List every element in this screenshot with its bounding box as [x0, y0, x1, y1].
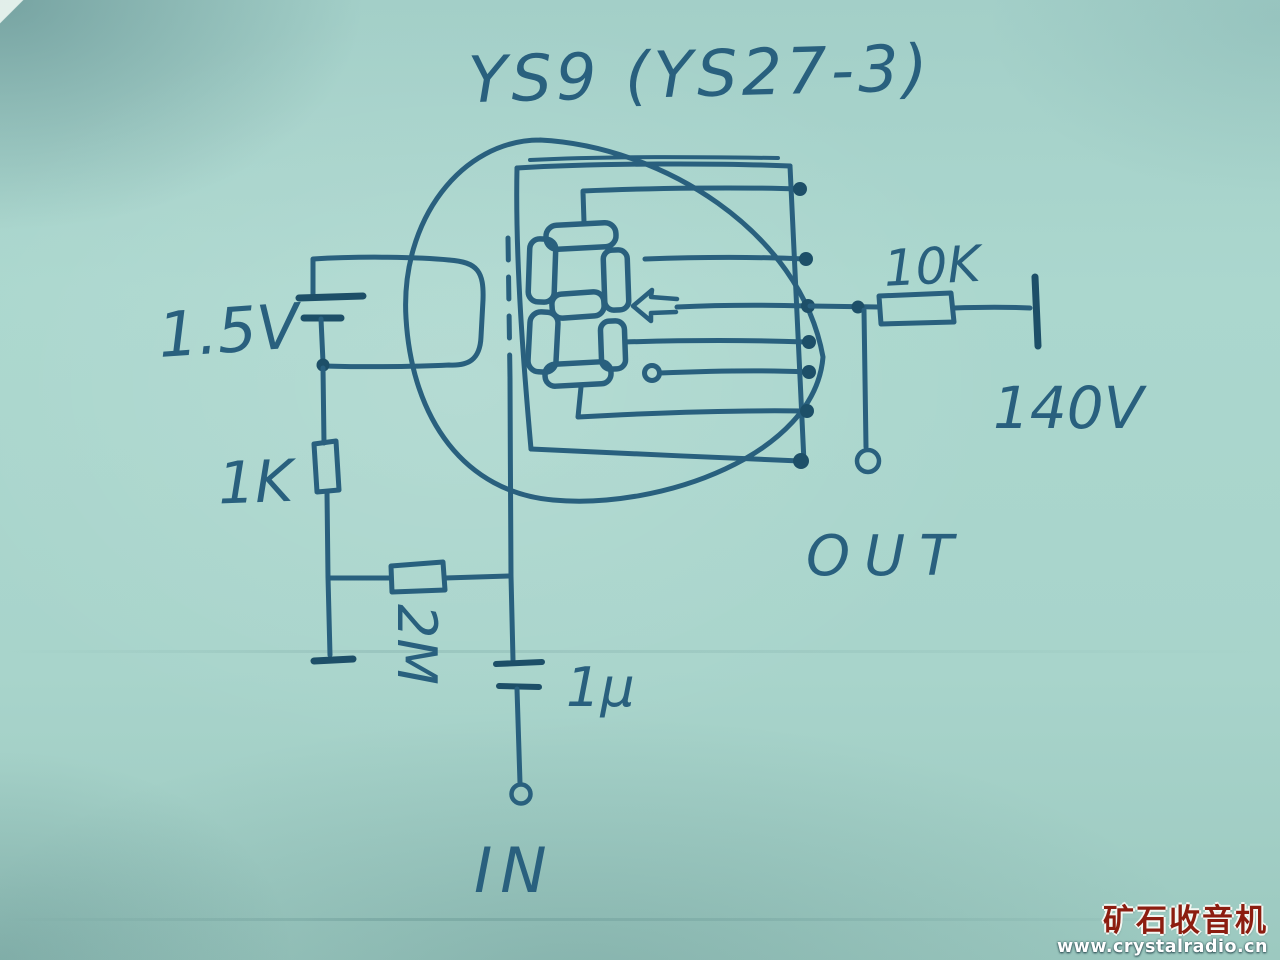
segment-display-digit: [525, 219, 632, 389]
schematic-title: YS9 (YS27-3): [467, 32, 932, 118]
filament-top-wire: [310, 254, 452, 299]
junction-dot: [316, 358, 330, 372]
paper-crease: [0, 918, 1280, 921]
anode-output-branch: 10K 140V OUT: [806, 235, 1148, 589]
battery-label: 1.5V: [156, 289, 306, 372]
filament-section: 1.5V: [156, 254, 486, 372]
junction-dot: [851, 300, 865, 314]
in-terminal-circle: [509, 782, 533, 806]
segment-upper-left: [525, 236, 559, 305]
lead-upper-right-segment: [642, 255, 808, 262]
resistor-1k-body: [311, 438, 342, 495]
watermark-site-name: 矿石收音机: [1103, 903, 1268, 940]
segment-lower-right: [597, 318, 629, 372]
lead-lower-right-segment: [622, 338, 809, 345]
grid-resistor-branch: 2M: [326, 559, 513, 685]
supply-label: 140V: [993, 374, 1148, 442]
segment-upper-right: [600, 247, 632, 313]
junction-dot: [802, 365, 816, 379]
junction-dot: [793, 453, 809, 469]
out-branch-wire: [861, 307, 869, 450]
junction-dot: [800, 404, 814, 418]
anode-box-top: [514, 161, 793, 171]
battery-symbol: [295, 292, 367, 322]
middle-segment-arrow: [630, 287, 680, 324]
wire: [514, 686, 523, 786]
ground-terminal-bar: [310, 655, 357, 665]
resistor-1k-label: 1K: [217, 447, 298, 518]
wire: [324, 489, 333, 658]
out-terminal-circle: [854, 447, 882, 475]
battery-bottom-lead: [318, 316, 326, 365]
anode-bus: [787, 163, 807, 465]
wire: [320, 365, 327, 446]
resistor-10k-body: [876, 290, 957, 327]
capacitor-plate-top: [493, 659, 545, 667]
decimal-point-electrode: [642, 363, 662, 383]
grid-dashed-line: [505, 235, 513, 381]
lead-bottom-segment: [575, 384, 807, 420]
resistor-10k-label: 10K: [882, 235, 986, 298]
capacitor-plate-bottom: [496, 683, 542, 690]
anode-box-left: [514, 165, 534, 452]
bus-junction-dots: [793, 182, 816, 469]
grid-input-chain: 1μ IN: [474, 235, 635, 907]
lead-decimal-point: [657, 368, 809, 376]
capacitor-label: 1μ: [566, 656, 635, 719]
resistor-2m-body: [388, 559, 448, 595]
junction-dot: [793, 182, 807, 196]
segment-bottom: [542, 359, 614, 389]
anode-box-bottom: [528, 446, 803, 464]
wire: [442, 573, 513, 581]
anode-box-top-double-stroke: [528, 155, 780, 162]
tube-envelope: [403, 137, 826, 504]
segment-lower-left: [525, 309, 561, 375]
lead-middle-segment: [674, 302, 810, 310]
tube-circle: [403, 137, 826, 504]
resistor-2m-label: 2M: [385, 604, 448, 685]
lead-top-segment: [580, 185, 802, 225]
wire: [951, 304, 1033, 311]
wire: [807, 303, 882, 310]
paper-crease: [0, 650, 1280, 653]
segment-middle: [549, 289, 607, 321]
watermark-site-url: www.crystalradio.cn: [1057, 936, 1268, 957]
filament-shape: [322, 257, 486, 370]
junction-dot: [802, 335, 816, 349]
junction-dot: [799, 252, 813, 266]
grid-lead-wire: [507, 375, 516, 663]
watermark: 矿石收音机 www.crystalradio.cn: [1057, 905, 1268, 956]
cathode-resistor-branch: 1K: [217, 365, 357, 665]
supply-terminal-bar: [1031, 273, 1042, 350]
in-label: IN: [474, 834, 555, 907]
capacitor-1u: [493, 659, 545, 690]
paper-edge-notch: [0, 0, 34, 26]
battery-plate-long: [295, 292, 367, 302]
out-label: OUT: [806, 524, 967, 589]
anode-structure: [514, 155, 816, 469]
